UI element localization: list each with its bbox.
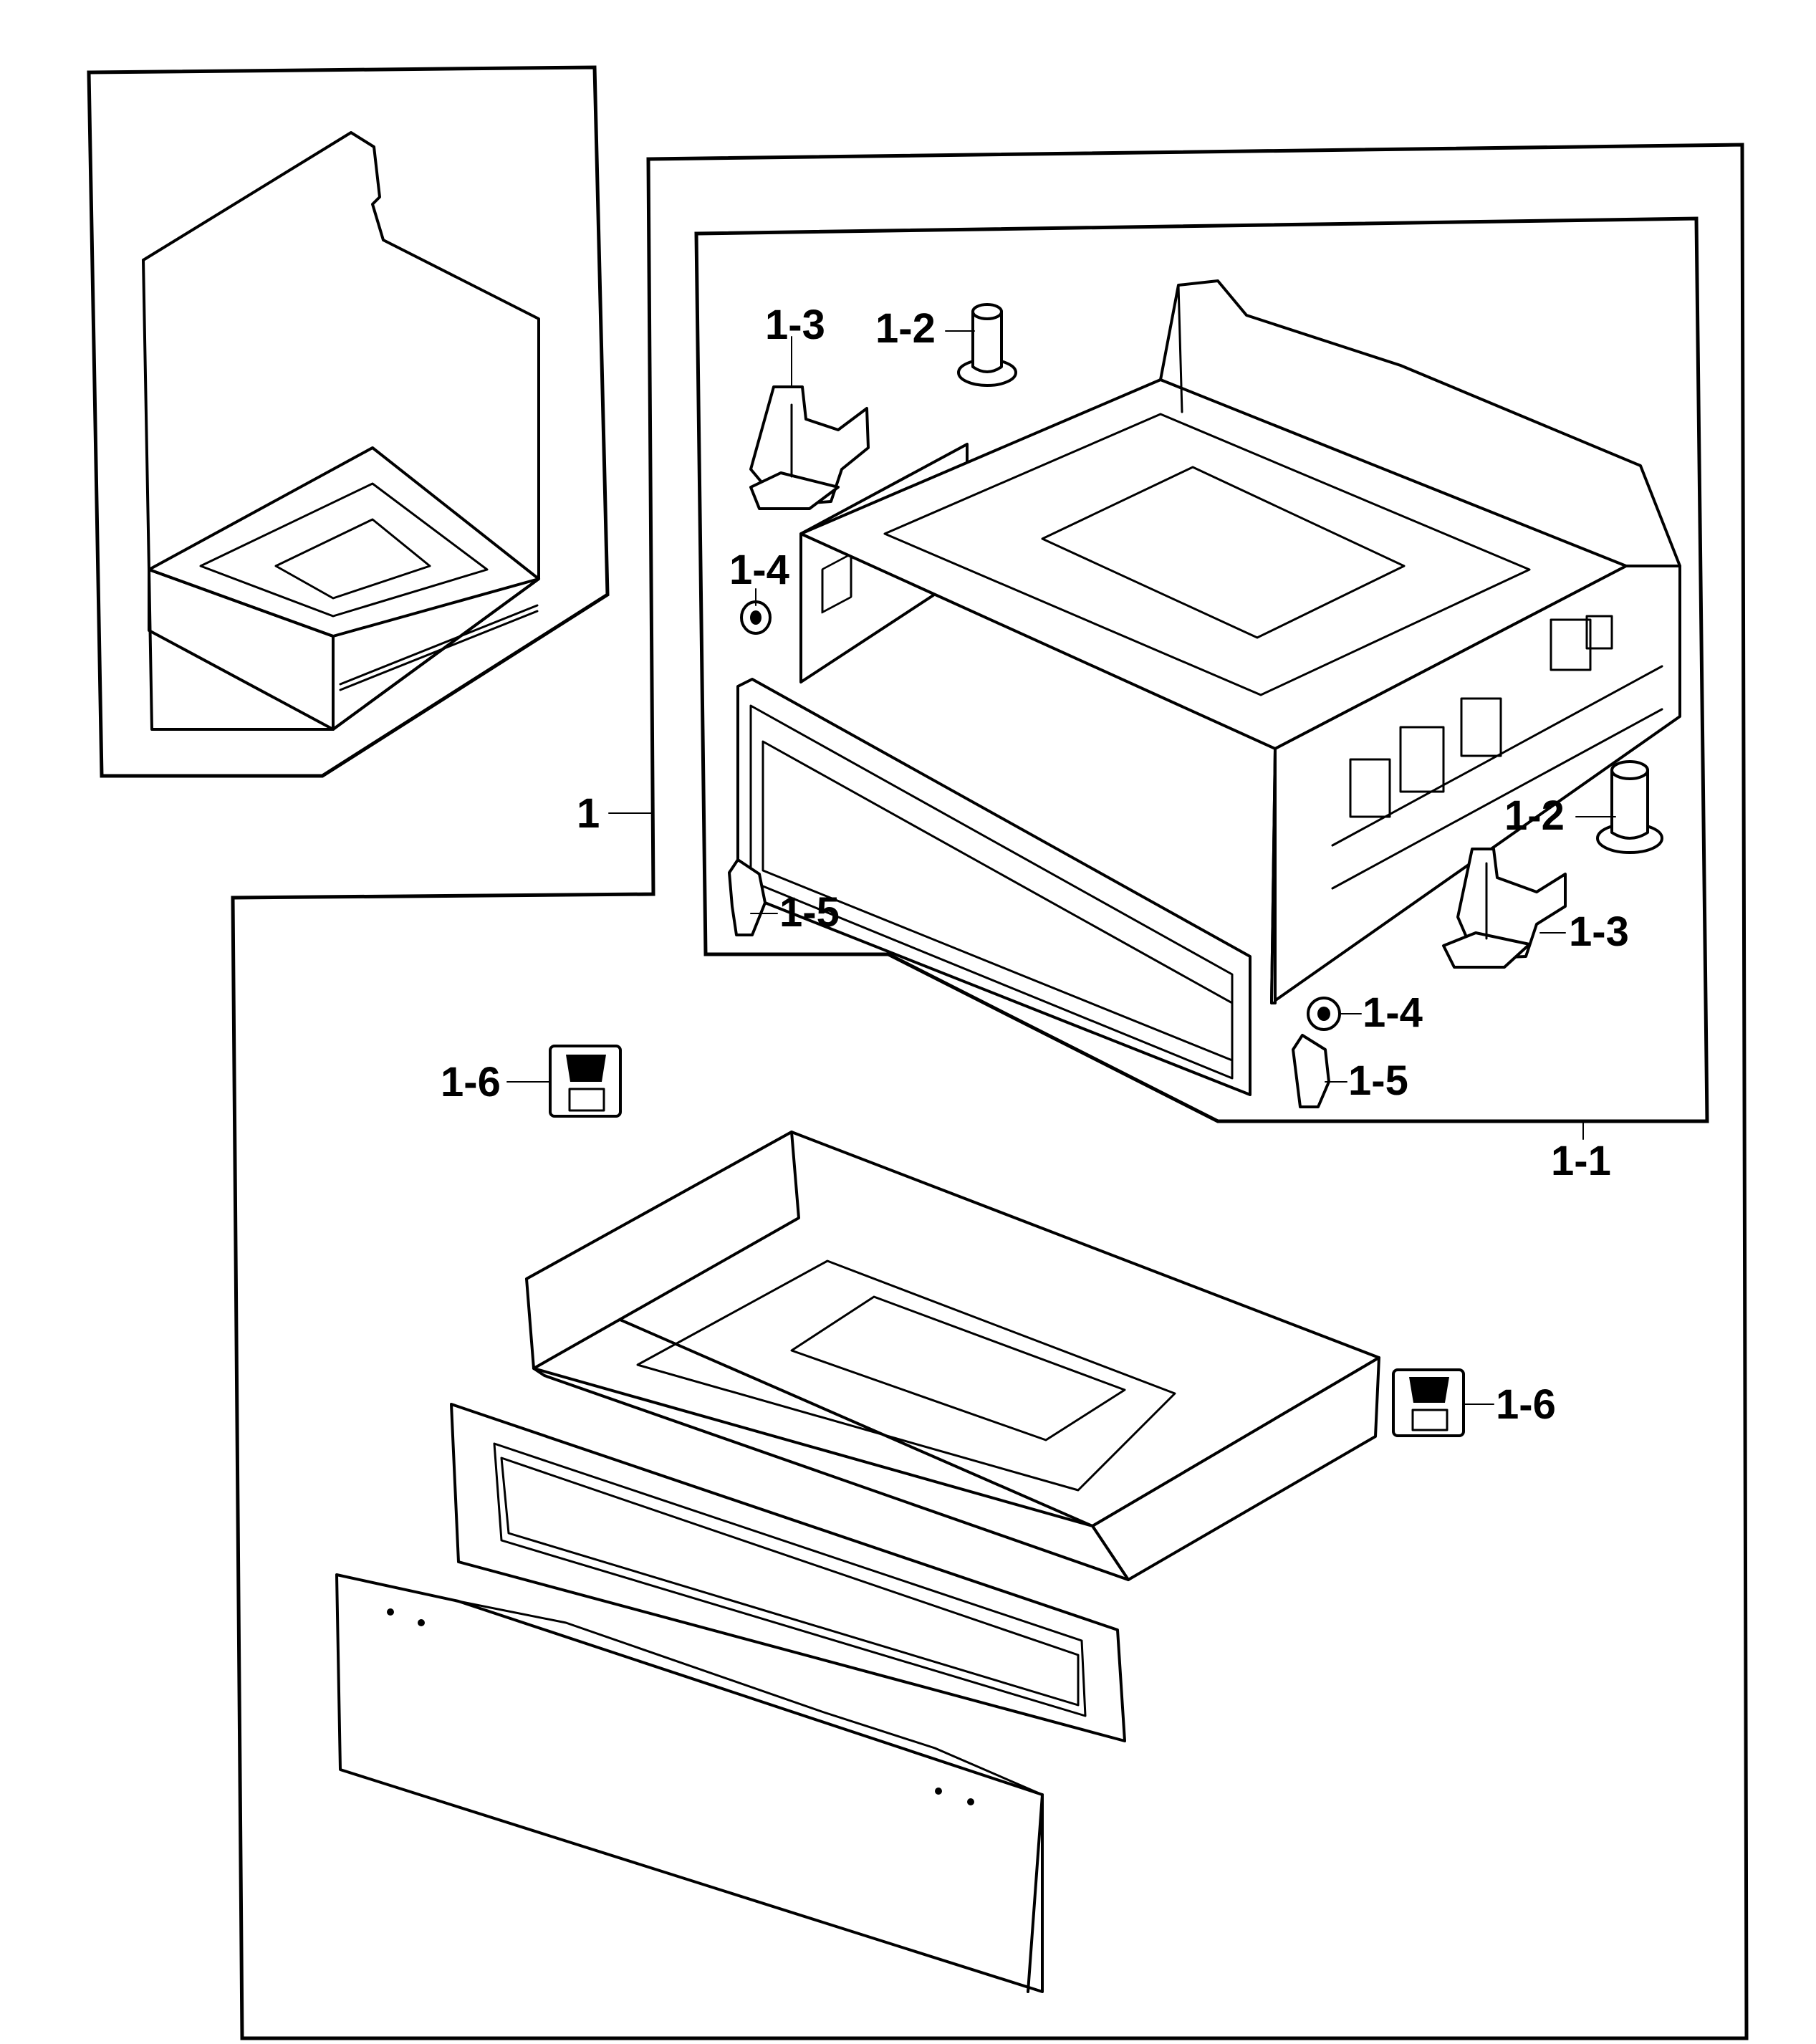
drawer-cabinet bbox=[799, 279, 1681, 1004]
washer-right bbox=[1307, 997, 1341, 1031]
inner-frame-outer bbox=[450, 1403, 1126, 1742]
label-1-2-upper: 1-2 bbox=[875, 305, 936, 352]
label-1-3-right: 1-3 bbox=[1569, 908, 1629, 955]
roller-right bbox=[1596, 760, 1663, 854]
assembly-1-boundary bbox=[231, 143, 1749, 2040]
label-1-2-right: 1-2 bbox=[1504, 792, 1565, 839]
label-1-6-left: 1-6 bbox=[441, 1059, 501, 1105]
drawer-front-panel bbox=[335, 1573, 1044, 1993]
drawer-tray bbox=[525, 1131, 1380, 1581]
inset-frame bbox=[87, 65, 610, 778]
bracket-upper bbox=[749, 385, 870, 510]
label-1: 1 bbox=[577, 790, 600, 837]
drawer-inner-frame bbox=[450, 1403, 1126, 1742]
label-1-6-right: 1-6 bbox=[1496, 1381, 1556, 1428]
clip-right bbox=[1292, 1034, 1330, 1108]
range-outline-illustration bbox=[142, 131, 540, 731]
roller-upper bbox=[957, 303, 1017, 387]
cabinet-front-frame bbox=[736, 678, 1251, 1096]
assembly-1-1-boundary bbox=[694, 216, 1709, 1123]
label-1-1: 1-1 bbox=[1551, 1138, 1611, 1184]
range-overview-inset bbox=[87, 65, 610, 778]
label-1-5-right: 1-5 bbox=[1348, 1057, 1408, 1104]
label-1-4-right: 1-4 bbox=[1363, 989, 1423, 1036]
label-1-3-upper: 1-3 bbox=[765, 302, 825, 348]
bracket-right bbox=[1442, 848, 1567, 969]
stopper-left bbox=[549, 1045, 622, 1118]
label-1-4-left: 1-4 bbox=[729, 547, 789, 593]
clip-left bbox=[728, 858, 767, 936]
callout-labels: 1-3 1-2 1-4 1-5 1-2 1-3 1-4 1-5 1-6 1-6 … bbox=[441, 302, 1629, 1428]
leader-lines bbox=[506, 330, 1616, 1405]
front-frame-outer bbox=[736, 678, 1251, 1096]
front-panel-face bbox=[335, 1573, 1044, 1993]
label-1-5-left: 1-5 bbox=[779, 889, 840, 936]
stopper-right bbox=[1392, 1368, 1465, 1437]
washer-left bbox=[740, 600, 772, 635]
